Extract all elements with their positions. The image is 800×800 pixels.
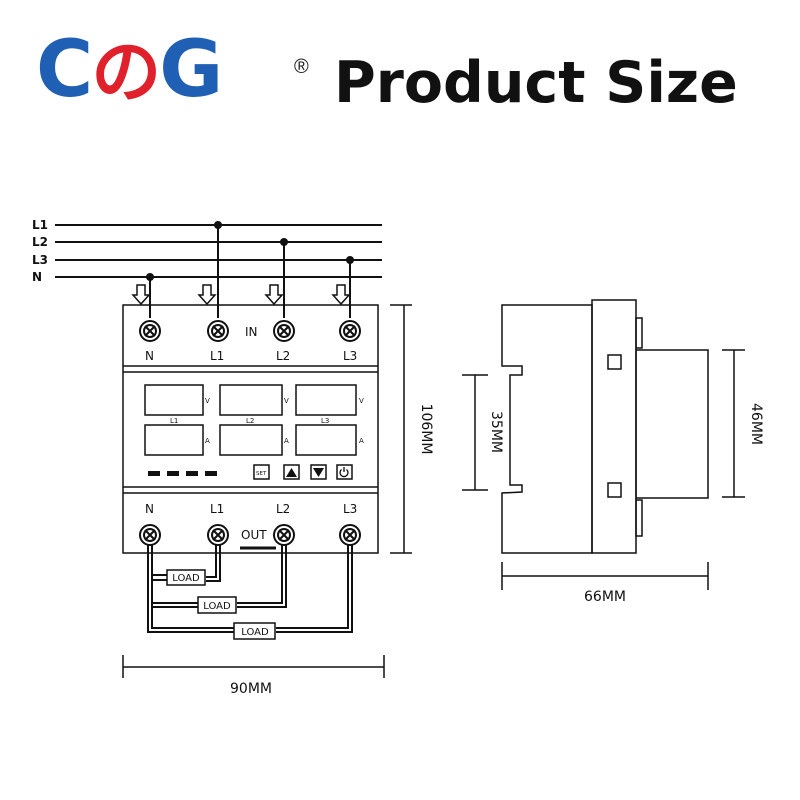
- load-label-1: LOAD: [172, 573, 200, 584]
- logo-letter-c: C: [36, 25, 93, 115]
- top-terminal-label-l1: L1: [210, 349, 224, 363]
- side-view-front: [635, 349, 709, 499]
- wire-load2-left: [152, 602, 198, 608]
- triangle-up-icon: [286, 468, 297, 477]
- bus-label-n: N: [32, 270, 42, 284]
- load-box-1: [166, 569, 206, 586]
- dimension-depth: 66MM: [584, 589, 626, 605]
- load-label-3: LOAD: [241, 627, 269, 638]
- logo-letter-no: の: [91, 31, 161, 113]
- bottom-terminal-label-l3: L3: [343, 502, 357, 516]
- display-unit-a: A: [284, 437, 289, 445]
- wire-load2-right: [237, 545, 287, 608]
- load-box-3: [233, 622, 276, 640]
- wire-load1-right: [206, 545, 221, 582]
- top-terminal-label-l3: L3: [343, 349, 357, 363]
- arrow-down-icon: [331, 284, 351, 306]
- out-label: OUT: [241, 528, 267, 542]
- set-button: [253, 464, 270, 480]
- arrow-down-icon: [131, 284, 151, 306]
- screw-terminal-icon: [207, 320, 229, 342]
- load-label-2: LOAD: [203, 601, 231, 612]
- wire-load1-left: [152, 574, 167, 581]
- wire-neutral: [147, 545, 234, 633]
- brand-logo: CのG ®: [36, 20, 309, 122]
- bus-label-l3: L3: [32, 253, 48, 267]
- top-terminal-label-n: N: [145, 349, 154, 363]
- power-button: [336, 464, 353, 480]
- indicator-led: [186, 471, 198, 476]
- display-unit-v: V: [205, 397, 210, 405]
- top-terminal-label-l2: L2: [276, 349, 290, 363]
- logo-letter-g: G: [159, 25, 223, 115]
- display-phase-label-l2: L2: [246, 417, 254, 425]
- arrow-down-icon: [264, 284, 284, 306]
- indicator-led: [148, 471, 160, 476]
- screw-terminal-icon: [139, 524, 161, 546]
- indicator-led: [167, 471, 179, 476]
- arrow-down-icon: [197, 284, 217, 306]
- junction-dot-l1: [214, 221, 222, 229]
- indicator-led: [205, 471, 217, 476]
- wire-load3-right: [276, 545, 353, 633]
- bus-label-l1: L1: [32, 218, 48, 232]
- page-title: Product Size: [334, 50, 738, 116]
- display-unit-v: V: [359, 397, 364, 405]
- side-view-main-body: [591, 299, 637, 554]
- dimension-width: 90MM: [230, 681, 272, 697]
- screw-terminal-icon: [139, 320, 161, 342]
- device-body: [122, 304, 379, 554]
- power-icon: [339, 467, 349, 478]
- up-button: [283, 464, 300, 480]
- bottom-terminal-label-l1: L1: [210, 502, 224, 516]
- side-view-rail-body: [501, 304, 593, 554]
- bus-label-l2: L2: [32, 235, 48, 249]
- dimension-height: 106MM: [418, 404, 434, 455]
- junction-dot-n: [146, 273, 154, 281]
- display-phase-label-l1: L1: [170, 417, 178, 425]
- side-view: [462, 299, 745, 590]
- side-view-clip: [607, 482, 622, 498]
- down-button: [310, 464, 327, 480]
- screw-terminal-icon: [273, 320, 295, 342]
- dimension-rail: 35MM: [488, 411, 504, 453]
- screw-terminal-icon: [207, 524, 229, 546]
- brand-logo-text: CのG: [36, 20, 223, 122]
- voltage-display-l3: [295, 384, 357, 416]
- bottom-terminal-label-l2: L2: [276, 502, 290, 516]
- junction-dot-l3: [346, 256, 354, 264]
- side-view-clip: [607, 354, 622, 370]
- set-button-label: SET: [256, 471, 267, 477]
- display-unit-a: A: [359, 437, 364, 445]
- current-display-l2: [219, 424, 283, 456]
- voltage-display-l1: [144, 384, 204, 416]
- voltage-display-l2: [219, 384, 283, 416]
- in-label: IN: [245, 325, 258, 339]
- display-phase-label-l3: L3: [321, 417, 329, 425]
- screw-terminal-icon: [339, 524, 361, 546]
- load-box-2: [197, 596, 237, 614]
- dimension-front: 46MM: [748, 403, 764, 445]
- display-unit-a: A: [205, 437, 210, 445]
- registered-mark: ®: [294, 56, 309, 78]
- bottom-terminal-label-n: N: [145, 502, 154, 516]
- screw-terminal-icon: [339, 320, 361, 342]
- screw-terminal-icon: [273, 524, 295, 546]
- junction-dot-l2: [280, 238, 288, 246]
- display-unit-v: V: [284, 397, 289, 405]
- triangle-down-icon: [313, 468, 324, 477]
- current-display-l1: [144, 424, 204, 456]
- current-display-l3: [295, 424, 357, 456]
